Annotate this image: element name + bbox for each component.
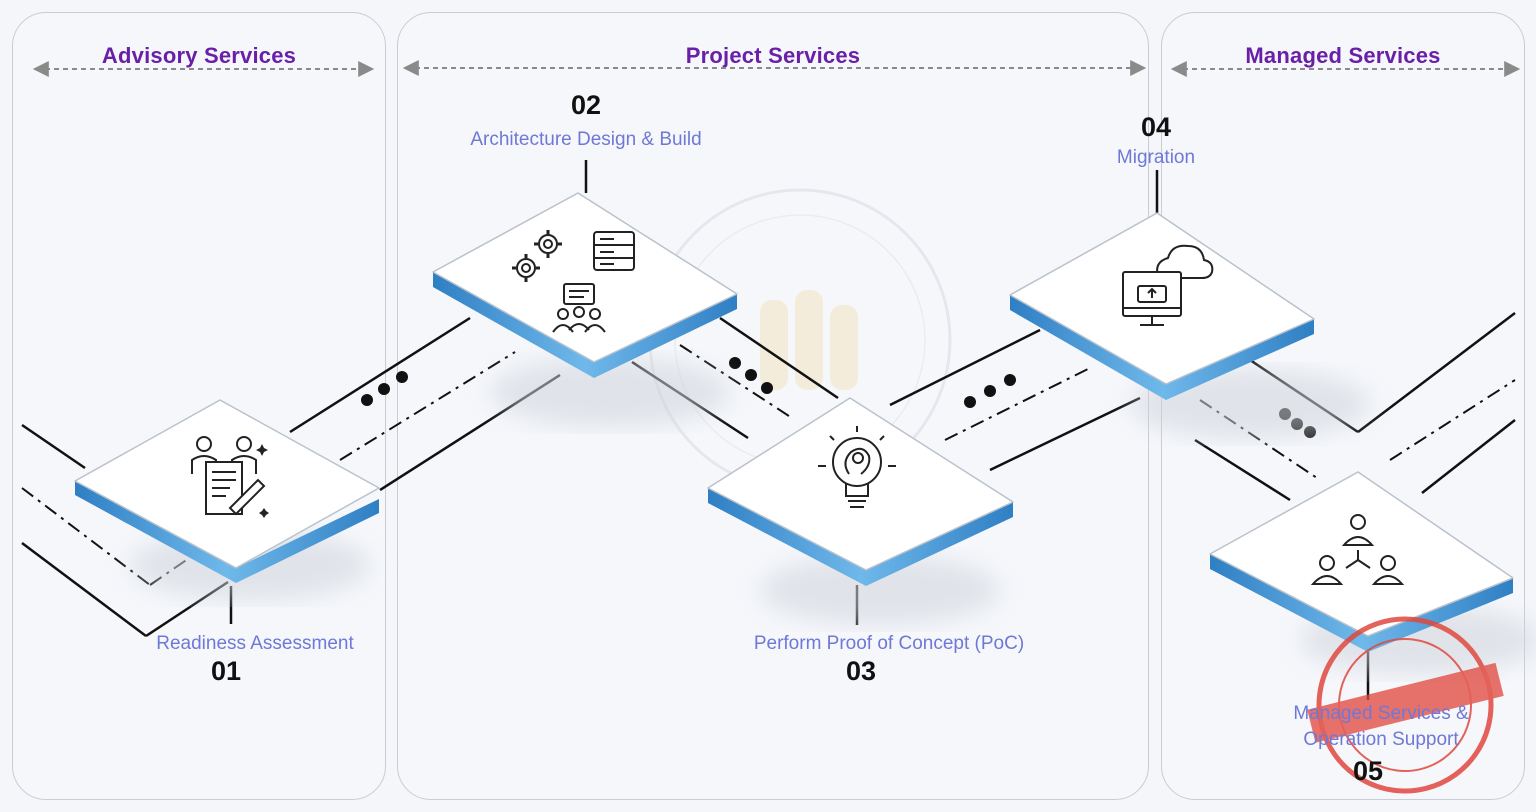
step-03-label: Perform Proof of Concept (PoC) — [753, 633, 1025, 654]
step-01-label: Readiness Assessment — [156, 633, 354, 654]
team-hierarchy-icon — [1310, 514, 1405, 585]
step-03-number: 03 — [845, 656, 877, 686]
cloud-upload-monitor-icon — [1122, 244, 1214, 326]
step-04-label: Migration — [1116, 147, 1196, 168]
gears-server-team-icon — [512, 230, 635, 333]
assessment-document-icon — [191, 436, 269, 518]
idea-bulb-icon — [818, 426, 896, 508]
step-03-tile — [707, 397, 1014, 625]
step-02-number: 02 — [570, 90, 602, 120]
step-05-label-line1: Managed Services & — [1293, 703, 1469, 724]
step-02-tile — [432, 192, 738, 427]
step-02-label: Architecture Design & Build — [470, 129, 702, 150]
step-05-tile — [1209, 471, 1536, 675]
step-04-tile — [1009, 212, 1370, 439]
section-dividers — [32, 60, 1521, 77]
step-05-number: 05 — [1352, 756, 1384, 786]
step-01-number: 01 — [210, 656, 242, 686]
step-01-tile — [74, 399, 380, 600]
step-05-label-line2: Operation Support — [1303, 729, 1459, 750]
protection-stamp — [1307, 616, 1504, 794]
step-04-number: 04 — [1140, 112, 1172, 142]
